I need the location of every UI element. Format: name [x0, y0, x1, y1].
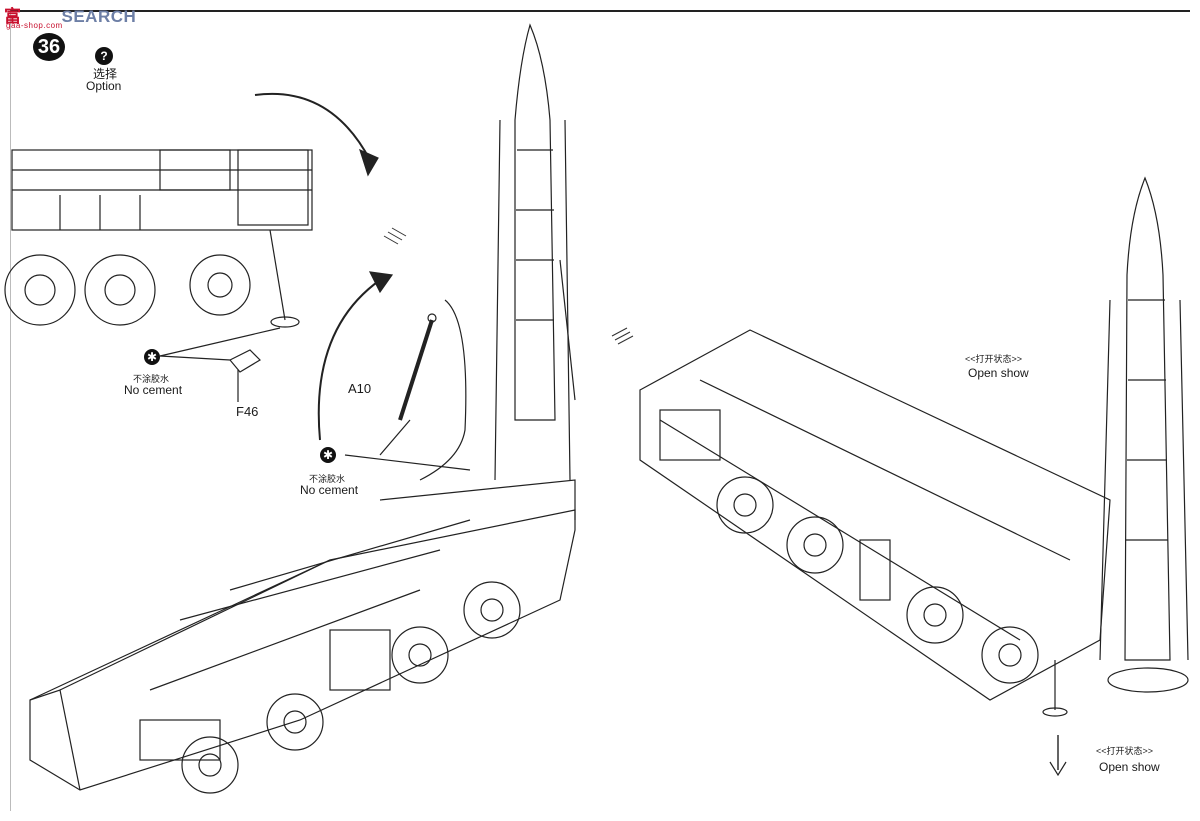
- part-label-f46: F46: [236, 404, 259, 419]
- no-cement-label-cn: 不涂胶水: [133, 374, 170, 384]
- open-show-label-cn: <<打开状态>>: [1096, 746, 1154, 756]
- open-show-label-en: Open show: [1099, 760, 1160, 774]
- missile-left: [494, 23, 576, 481]
- no-cement-label-cn: 不涂胶水: [309, 474, 346, 484]
- option-label-en: Option: [86, 79, 122, 93]
- no-cement-icon: ✱: [320, 447, 336, 463]
- no-cement-label-en: No cement: [300, 483, 359, 497]
- step-number-badge: 36: [33, 33, 65, 61]
- launcher-vehicle-right: [639, 329, 1111, 717]
- part-label-a10: A10: [348, 381, 372, 396]
- page-frame: [10, 10, 1190, 811]
- no-cement-label-en: No cement: [124, 383, 183, 397]
- open-show-label-en: Open show: [968, 366, 1029, 380]
- rear-detail-inset: [4, 149, 313, 373]
- no-cement-icon: ✱: [144, 349, 160, 365]
- launcher-vehicle-left: [29, 479, 576, 794]
- option-label-cn: 选择: [93, 67, 118, 81]
- missile-right: [1099, 176, 1189, 693]
- open-show-label-cn: <<打开状态>>: [965, 354, 1023, 364]
- question-icon: ?: [95, 47, 113, 65]
